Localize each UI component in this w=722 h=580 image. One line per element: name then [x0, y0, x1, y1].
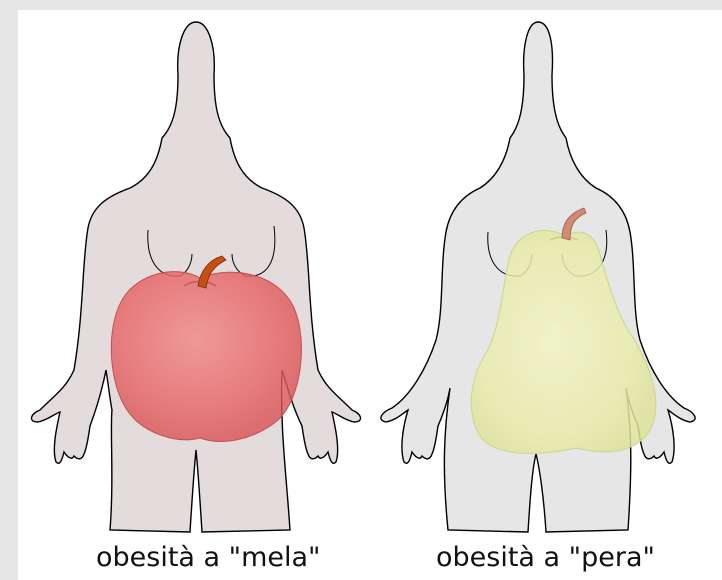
apple-shape [111, 272, 301, 442]
illustration-panel: obesità a "mela" obesità a "pera" [18, 10, 722, 580]
pear-caption: obesità a "pera" [436, 542, 655, 573]
pear-figure: obesità a "pera" [370, 10, 722, 540]
apple-figure: obesità a "mela" [18, 10, 370, 540]
apple-caption: obesità a "mela" [96, 542, 320, 573]
